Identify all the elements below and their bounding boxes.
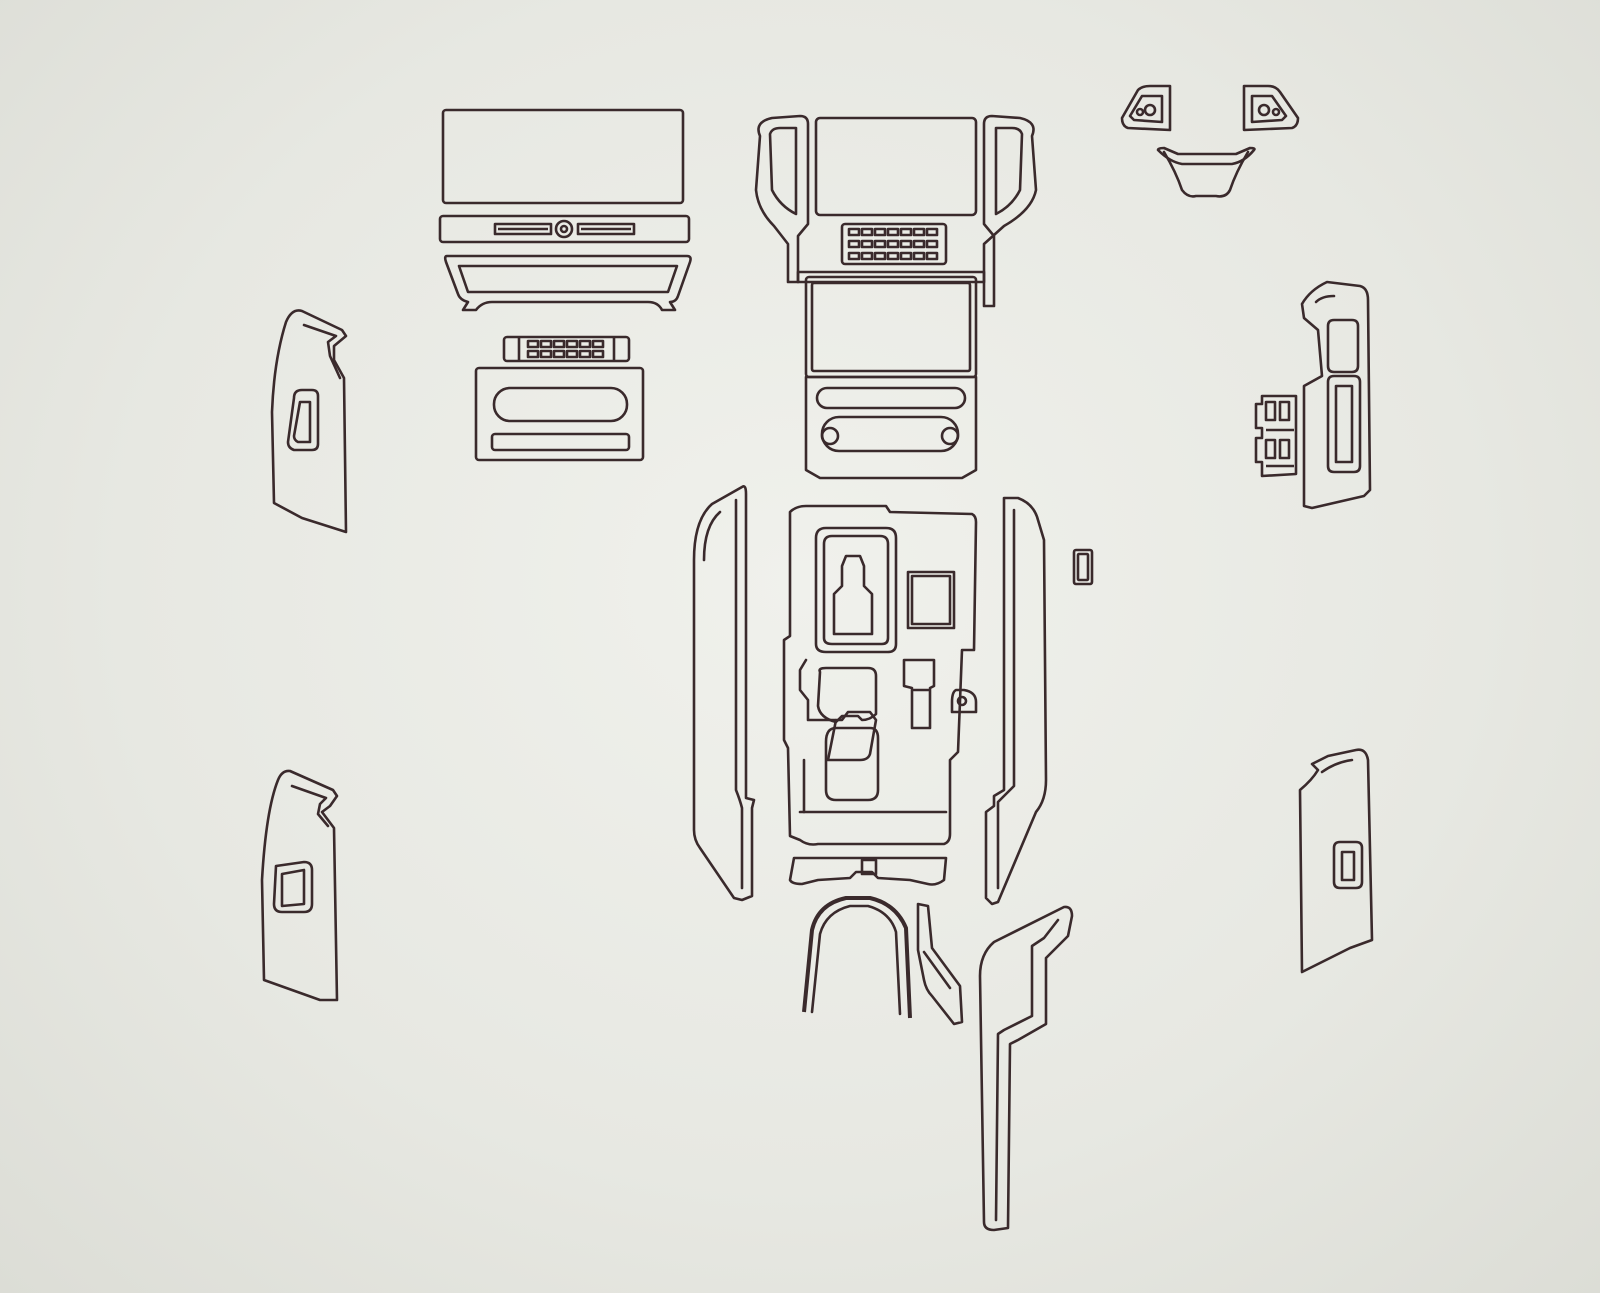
dash-vent-strip [438,214,691,244]
window-switch-cluster [1254,394,1298,478]
rear-right-door-switch-panel [1298,748,1374,974]
long-side-trim [978,905,1074,1232]
navigation-screen-cover [441,108,685,205]
console-left-side-strip [692,485,756,902]
steering-wheel-lower-trim [1156,146,1256,198]
armrest-front-trim [802,896,912,1019]
climate-control-panel [474,366,645,462]
front-right-door-switch-panel [1300,280,1372,510]
armrest-side-trim [916,902,964,1026]
gear-shift-console-panel [782,504,978,846]
lower-climate-panel [804,375,978,480]
rear-left-door-switch-panel [260,769,339,1002]
front-left-door-switch-panel [270,309,348,534]
center-stack-screen [814,116,978,217]
center-vent [502,335,631,363]
steering-wheel-left-switch [1120,84,1172,132]
center-stack-vent [840,222,948,266]
steering-wheel-right-switch [1242,84,1300,132]
lower-center-screen [804,275,978,379]
console-rear-trim [788,856,948,886]
lower-dash-bezel [443,254,692,312]
small-button-trim [1072,548,1094,586]
console-right-side-strip [984,496,1048,906]
